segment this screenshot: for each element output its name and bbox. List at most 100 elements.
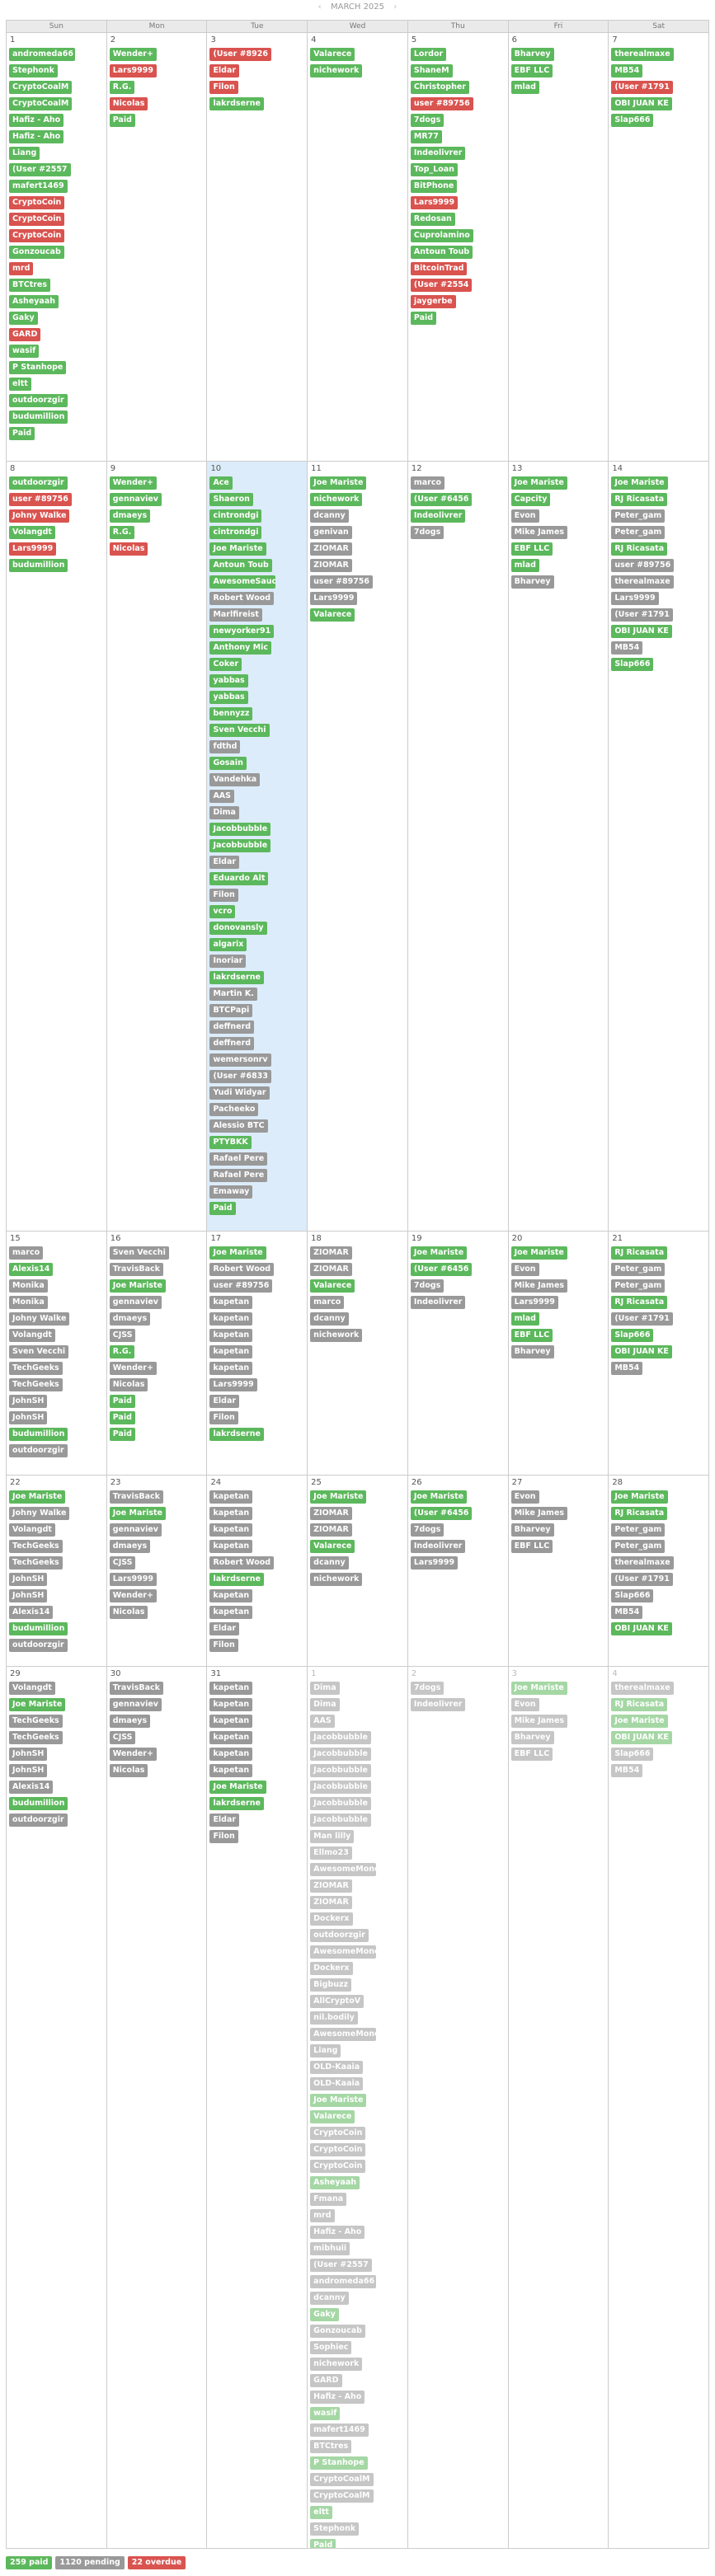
event-pending[interactable]: Eldar <box>209 1395 240 1408</box>
event-pending[interactable]: mibhuii <box>310 2242 350 2255</box>
event-overdue[interactable]: Nicolas <box>109 542 148 556</box>
event-paid[interactable]: mafert1469 <box>9 180 68 193</box>
event-paid[interactable]: nichework <box>310 493 363 506</box>
event-paid[interactable]: Christopher <box>410 81 469 94</box>
event-paid[interactable]: (User #6456 <box>410 1507 473 1520</box>
event-paid[interactable]: dmaeys <box>109 509 151 523</box>
event-paid[interactable]: therealmaxe <box>611 48 674 61</box>
event-pending[interactable]: AwesomeMone <box>310 1945 377 1959</box>
event-pending[interactable]: ZIOMAR <box>310 1246 352 1260</box>
event-pending[interactable]: deffnerd <box>209 1021 255 1034</box>
event-pending[interactable]: user #89756 <box>310 575 374 589</box>
event-paid[interactable]: R.G. <box>109 526 135 539</box>
event-paid[interactable]: Joe Mariste <box>109 1507 166 1520</box>
event-paid[interactable]: Paid <box>109 114 135 127</box>
event-paid[interactable]: BTCtres <box>9 279 51 292</box>
event-pending[interactable]: Johny Walke <box>9 1507 70 1520</box>
event-paid[interactable]: wasif <box>310 2407 341 2420</box>
event-paid[interactable]: (User #2557 <box>9 163 71 176</box>
event-pending[interactable]: (User #1791 <box>611 1312 673 1326</box>
event-paid[interactable]: RJ Ricasata <box>611 1246 668 1260</box>
event-overdue[interactable]: Lars9999 <box>410 196 459 209</box>
event-paid[interactable]: Anthony Mic <box>209 641 271 655</box>
event-pending[interactable]: Hafiz - Aho <box>310 2226 365 2239</box>
event-overdue[interactable]: Eldar <box>209 64 240 77</box>
event-pending[interactable]: TravisBack <box>109 1490 163 1504</box>
event-paid[interactable]: Valarece <box>310 608 355 622</box>
event-paid[interactable]: vcro <box>209 905 236 918</box>
event-pending[interactable]: Jacobbubble <box>310 1748 371 1761</box>
event-pending[interactable]: Gonzoucab <box>310 2325 365 2338</box>
event-pending[interactable]: Peter_gam <box>611 509 666 523</box>
event-pending[interactable]: Wender+ <box>109 1748 157 1761</box>
event-pending[interactable]: Lars9999 <box>510 1296 558 1309</box>
event-pending[interactable]: Alexis14 <box>9 1781 54 1794</box>
event-paid[interactable]: algarix <box>209 938 247 951</box>
event-pending[interactable]: 7dogs <box>410 1682 445 1695</box>
event-pending[interactable]: (User #1791 <box>611 608 673 622</box>
event-pending[interactable]: wemersonrv <box>209 1053 271 1067</box>
event-pending[interactable]: dmaeys <box>109 1312 151 1326</box>
event-pending[interactable]: therealmaxe <box>611 1556 674 1570</box>
event-pending[interactable]: OLD-Kaaia <box>310 2061 364 2074</box>
event-pending[interactable]: Volangdt <box>9 1682 55 1695</box>
event-pending[interactable]: kapetan <box>209 1345 253 1358</box>
event-paid[interactable]: Gosain <box>209 757 247 770</box>
event-paid[interactable]: lakrdserne <box>209 1428 264 1441</box>
event-paid[interactable]: yabbas <box>209 674 248 687</box>
event-pending[interactable]: Evon <box>510 1490 539 1504</box>
event-pending[interactable]: Indeolivrer <box>410 1296 466 1309</box>
event-paid[interactable]: cintrondgi <box>209 526 262 539</box>
event-overdue[interactable]: (User #1791 <box>611 81 673 94</box>
event-pending[interactable]: CryptoCoin <box>310 2127 366 2140</box>
event-pending[interactable]: Hafiz - Aho <box>310 2391 365 2404</box>
event-pending[interactable]: Evon <box>510 1263 539 1276</box>
event-pending[interactable]: CJSS <box>109 1329 136 1342</box>
event-pending[interactable]: kapetan <box>209 1748 253 1761</box>
event-paid[interactable]: Wender+ <box>109 476 157 490</box>
event-pending[interactable]: Volangdt <box>9 1523 55 1537</box>
event-paid[interactable]: budumillion <box>9 1622 68 1635</box>
event-pending[interactable]: Dockerx <box>310 1962 353 1975</box>
event-paid[interactable]: Hafiz - Aho <box>9 130 64 143</box>
event-pending[interactable]: gennaviev <box>109 1698 162 1711</box>
event-pending[interactable]: gennaviev <box>109 1523 162 1537</box>
event-paid[interactable]: Joe Mariste <box>611 1715 668 1728</box>
event-pending[interactable]: EBF LLC <box>510 1748 553 1761</box>
event-pending[interactable]: 7dogs <box>410 526 445 539</box>
event-pending[interactable]: kapetan <box>209 1362 253 1375</box>
event-paid[interactable]: R.G. <box>109 1345 135 1358</box>
event-pending[interactable]: Bharvey <box>510 575 554 589</box>
event-paid[interactable]: P Stanhope <box>9 361 67 374</box>
event-paid[interactable]: CryptoCoalM <box>9 81 73 94</box>
event-paid[interactable]: eltt <box>310 2506 332 2519</box>
event-pending[interactable]: Liang <box>310 2044 341 2058</box>
event-pending[interactable]: Jacobbubble <box>310 1781 371 1794</box>
event-pending[interactable]: AwesomeMone <box>310 1863 377 1876</box>
event-pending[interactable]: ZIOMAR <box>310 559 352 572</box>
event-pending[interactable]: marco <box>310 1296 345 1309</box>
event-paid[interactable]: OBI JUAN KE <box>611 1622 672 1635</box>
event-paid[interactable]: donovansly <box>209 922 267 935</box>
event-pending[interactable]: Man lilly <box>310 1830 355 1843</box>
event-pending[interactable]: kapetan <box>209 1490 253 1504</box>
event-paid[interactable]: Joe Mariste <box>310 1490 367 1504</box>
event-pending[interactable]: therealmaxe <box>611 575 674 589</box>
event-paid[interactable]: (User #6456 <box>410 493 473 506</box>
event-paid[interactable]: Joe Mariste <box>209 542 266 556</box>
event-pending[interactable]: kapetan <box>209 1764 253 1777</box>
event-pending[interactable]: Peter_gam <box>611 1523 666 1537</box>
event-pending[interactable]: Mike James <box>510 526 568 539</box>
event-paid[interactable]: Gaky <box>9 312 38 325</box>
event-paid[interactable]: outdoorzgir <box>9 394 68 407</box>
event-paid[interactable]: gennaviev <box>109 493 162 506</box>
event-overdue[interactable]: user #89756 <box>9 493 72 506</box>
event-pending[interactable]: TechGeeks <box>9 1715 63 1728</box>
prev-month-button[interactable]: ‹ <box>318 2 322 12</box>
event-pending[interactable]: dmaeys <box>109 1540 151 1553</box>
event-pending[interactable]: JohnSH <box>9 1589 48 1602</box>
event-pending[interactable]: Dockerx <box>310 1912 353 1926</box>
event-pending[interactable]: TechGeeks <box>9 1362 63 1375</box>
